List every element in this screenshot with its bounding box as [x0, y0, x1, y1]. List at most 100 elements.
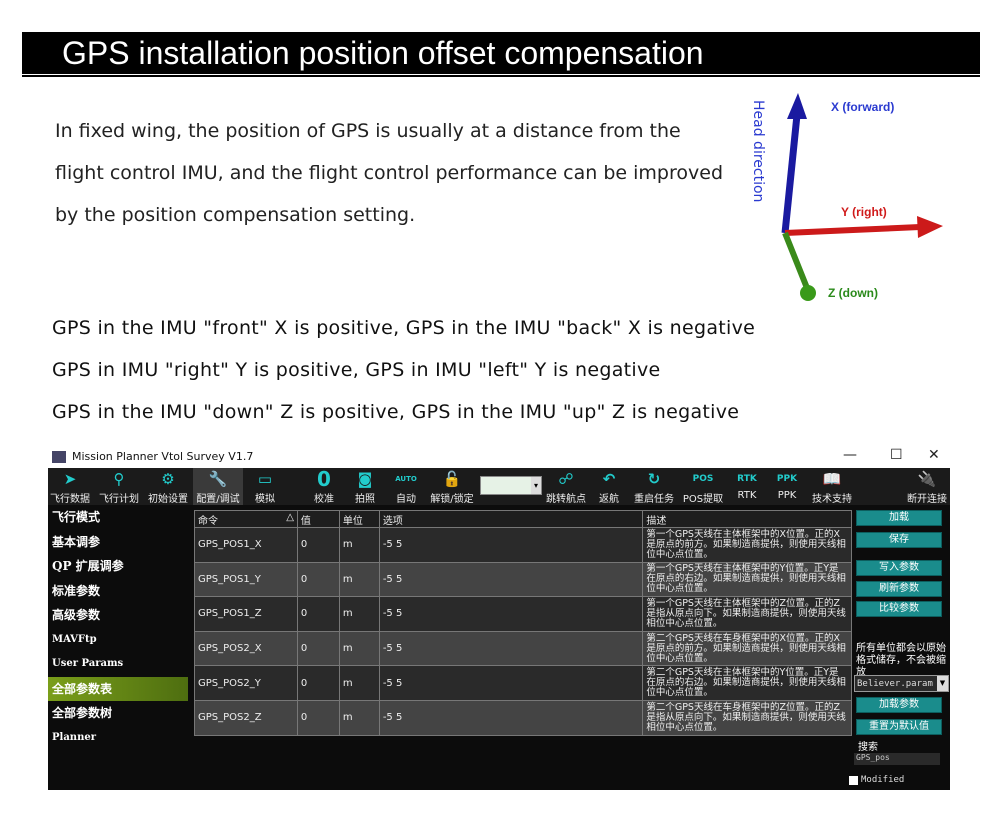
plug-icon: 🔌: [917, 470, 937, 488]
refresh-params-button[interactable]: 刷新参数: [856, 581, 942, 597]
chevron-down-icon: ▼: [937, 676, 948, 691]
load-params-button[interactable]: 加载参数: [856, 697, 942, 713]
minimize-button[interactable]: —: [843, 447, 857, 463]
compare-params-button[interactable]: 比较参数: [856, 601, 942, 617]
param-description: 第一个GPS天线在主体框架中的Z位置。正的Z是指从原点向下。如果制造商提供，则使…: [642, 596, 852, 632]
mode-dropdown[interactable]: ▾: [480, 476, 542, 495]
col-header-unit[interactable]: 单位: [338, 510, 380, 528]
checkbox-box: [849, 775, 858, 785]
param-value[interactable]: 0: [296, 596, 340, 632]
lock-icon: 🔓: [442, 470, 462, 488]
param-name: GPS_POS1_Y: [194, 561, 298, 598]
close-button[interactable]: ✕: [928, 447, 940, 463]
param-options: -5 5: [378, 630, 644, 667]
pos-icon: POS: [692, 474, 714, 484]
toolbar-restart-mission[interactable]: ↻ 重启任务: [634, 468, 674, 505]
param-options: -5 5: [378, 527, 644, 563]
rule-z: GPS in the IMU "down" Z is positive, GPS…: [52, 401, 740, 423]
toolbar: ➤飞行数据 ⚲飞行计划 ⚙初始设置 🔧配置/调试 ▭模拟 0 校准 ◙拍照 AUT…: [48, 467, 950, 505]
param-unit: m: [338, 596, 380, 632]
modified-checkbox[interactable]: Modified: [849, 775, 904, 785]
param-file-select[interactable]: Believer.param▼: [854, 675, 949, 692]
param-name: GPS_POS2_Z: [194, 699, 298, 736]
save-button[interactable]: 保存: [856, 532, 942, 548]
sort-asc-icon: △: [286, 511, 294, 523]
load-button[interactable]: 加载: [856, 510, 942, 526]
rule-y: GPS in IMU "right" Y is positive, GPS in…: [52, 359, 661, 381]
toolbar-label: 跳转航点: [546, 494, 586, 505]
sidebar-item-standard-params[interactable]: 标准参数: [52, 583, 101, 598]
toolbar-simulation[interactable]: ▭模拟: [247, 468, 283, 505]
param-description: 第二个GPS天线在车身框架中的Z位置。正的Z是指从原点向下。如果制造商提供，则使…: [642, 699, 852, 736]
toolbar-label: 校准: [314, 494, 334, 505]
param-value[interactable]: 0: [296, 630, 340, 667]
search-label: 搜索: [858, 742, 878, 753]
param-options: -5 5: [378, 665, 644, 701]
toolbar-label: 重启任务: [634, 494, 674, 505]
toolbar-disconnect[interactable]: 🔌 断开连接: [905, 468, 949, 505]
toolbar-flight-plan[interactable]: ⚲飞行计划: [96, 468, 142, 505]
toolbar-initial-setup[interactable]: ⚙初始设置: [145, 468, 191, 505]
toolbar-arm-disarm[interactable]: 🔓解锁/锁定: [428, 468, 476, 505]
param-value[interactable]: 0: [296, 699, 340, 736]
param-value[interactable]: 0: [296, 527, 340, 563]
zero-icon: 0: [317, 467, 331, 491]
sidebar-item-flight-modes[interactable]: 飞行模式: [52, 510, 101, 524]
gear-icon: ⚙: [161, 470, 175, 488]
map-pin-icon: ⚲: [113, 470, 125, 488]
param-unit: m: [338, 630, 380, 667]
head-direction-label: Head direction: [750, 100, 766, 203]
sidebar-item-user-params[interactable]: User Params: [52, 658, 124, 669]
param-unit: m: [338, 527, 380, 563]
return-icon: ↶: [602, 470, 616, 488]
sidebar-item-advanced-params[interactable]: 高级参数: [52, 608, 101, 622]
toolbar-label: 模拟: [255, 494, 275, 505]
write-params-button[interactable]: 写入参数: [856, 560, 942, 576]
chevron-down-icon: ▾: [531, 477, 541, 494]
intro-text: In fixed wing, the position of GPS is us…: [55, 120, 724, 226]
header-label: 命令: [198, 515, 218, 527]
toolbar-label: 断开连接: [907, 494, 947, 505]
toolbar-config-tuning[interactable]: 🔧配置/调试: [193, 468, 243, 505]
sidebar-item-full-param-list[interactable]: 全部参数表: [48, 676, 188, 701]
sidebar-item-mavftp[interactable]: MAVFtp: [52, 633, 97, 645]
maximize-button[interactable]: ☐: [890, 447, 903, 463]
param-options: -5 5: [378, 596, 644, 632]
axis-diagram: X (forward) Y (right) Z (down) Head dire…: [745, 85, 955, 310]
col-header-value[interactable]: 值: [296, 510, 340, 528]
toolbar-photo[interactable]: ◙拍照: [348, 468, 382, 505]
param-value[interactable]: 0: [296, 561, 340, 598]
col-header-command[interactable]: 命令 △: [194, 510, 298, 528]
sidebar-item-qp-tuning[interactable]: QP 扩展调参: [52, 559, 124, 573]
sidebar-item-basic-tuning[interactable]: 基本调参: [52, 534, 101, 549]
plane-icon: ➤: [63, 470, 77, 488]
toolbar-rtl[interactable]: ↶返航: [594, 468, 624, 505]
auto-icon: AUTO: [395, 475, 417, 483]
param-description: 第一个GPS天线在主体框架中的Y位置。正Y是在原点的右边。如果制造商提供，则使用…: [642, 561, 852, 598]
toolbar-flight-data[interactable]: ➤飞行数据: [48, 468, 92, 505]
param-unit: m: [338, 561, 380, 598]
toolbar-goto-waypoint[interactable]: ☍跳转航点: [545, 468, 587, 505]
reset-defaults-button[interactable]: 重置为默认值: [856, 719, 942, 735]
col-header-options[interactable]: 选项: [378, 510, 644, 528]
ppk-icon: PPK: [776, 474, 798, 484]
param-value[interactable]: 0: [296, 665, 340, 701]
sidebar-item-planner[interactable]: Planner: [52, 731, 96, 743]
toolbar-calibrate[interactable]: 0 校准: [308, 467, 340, 505]
sidebar-item-full-param-tree[interactable]: 全部参数树: [52, 706, 113, 720]
col-header-description[interactable]: 描述: [642, 510, 852, 528]
restart-icon: ↻: [647, 470, 661, 488]
toolbar-tech-support[interactable]: 📖技术支持: [810, 468, 854, 505]
search-input[interactable]: GPS_pos: [854, 753, 940, 765]
